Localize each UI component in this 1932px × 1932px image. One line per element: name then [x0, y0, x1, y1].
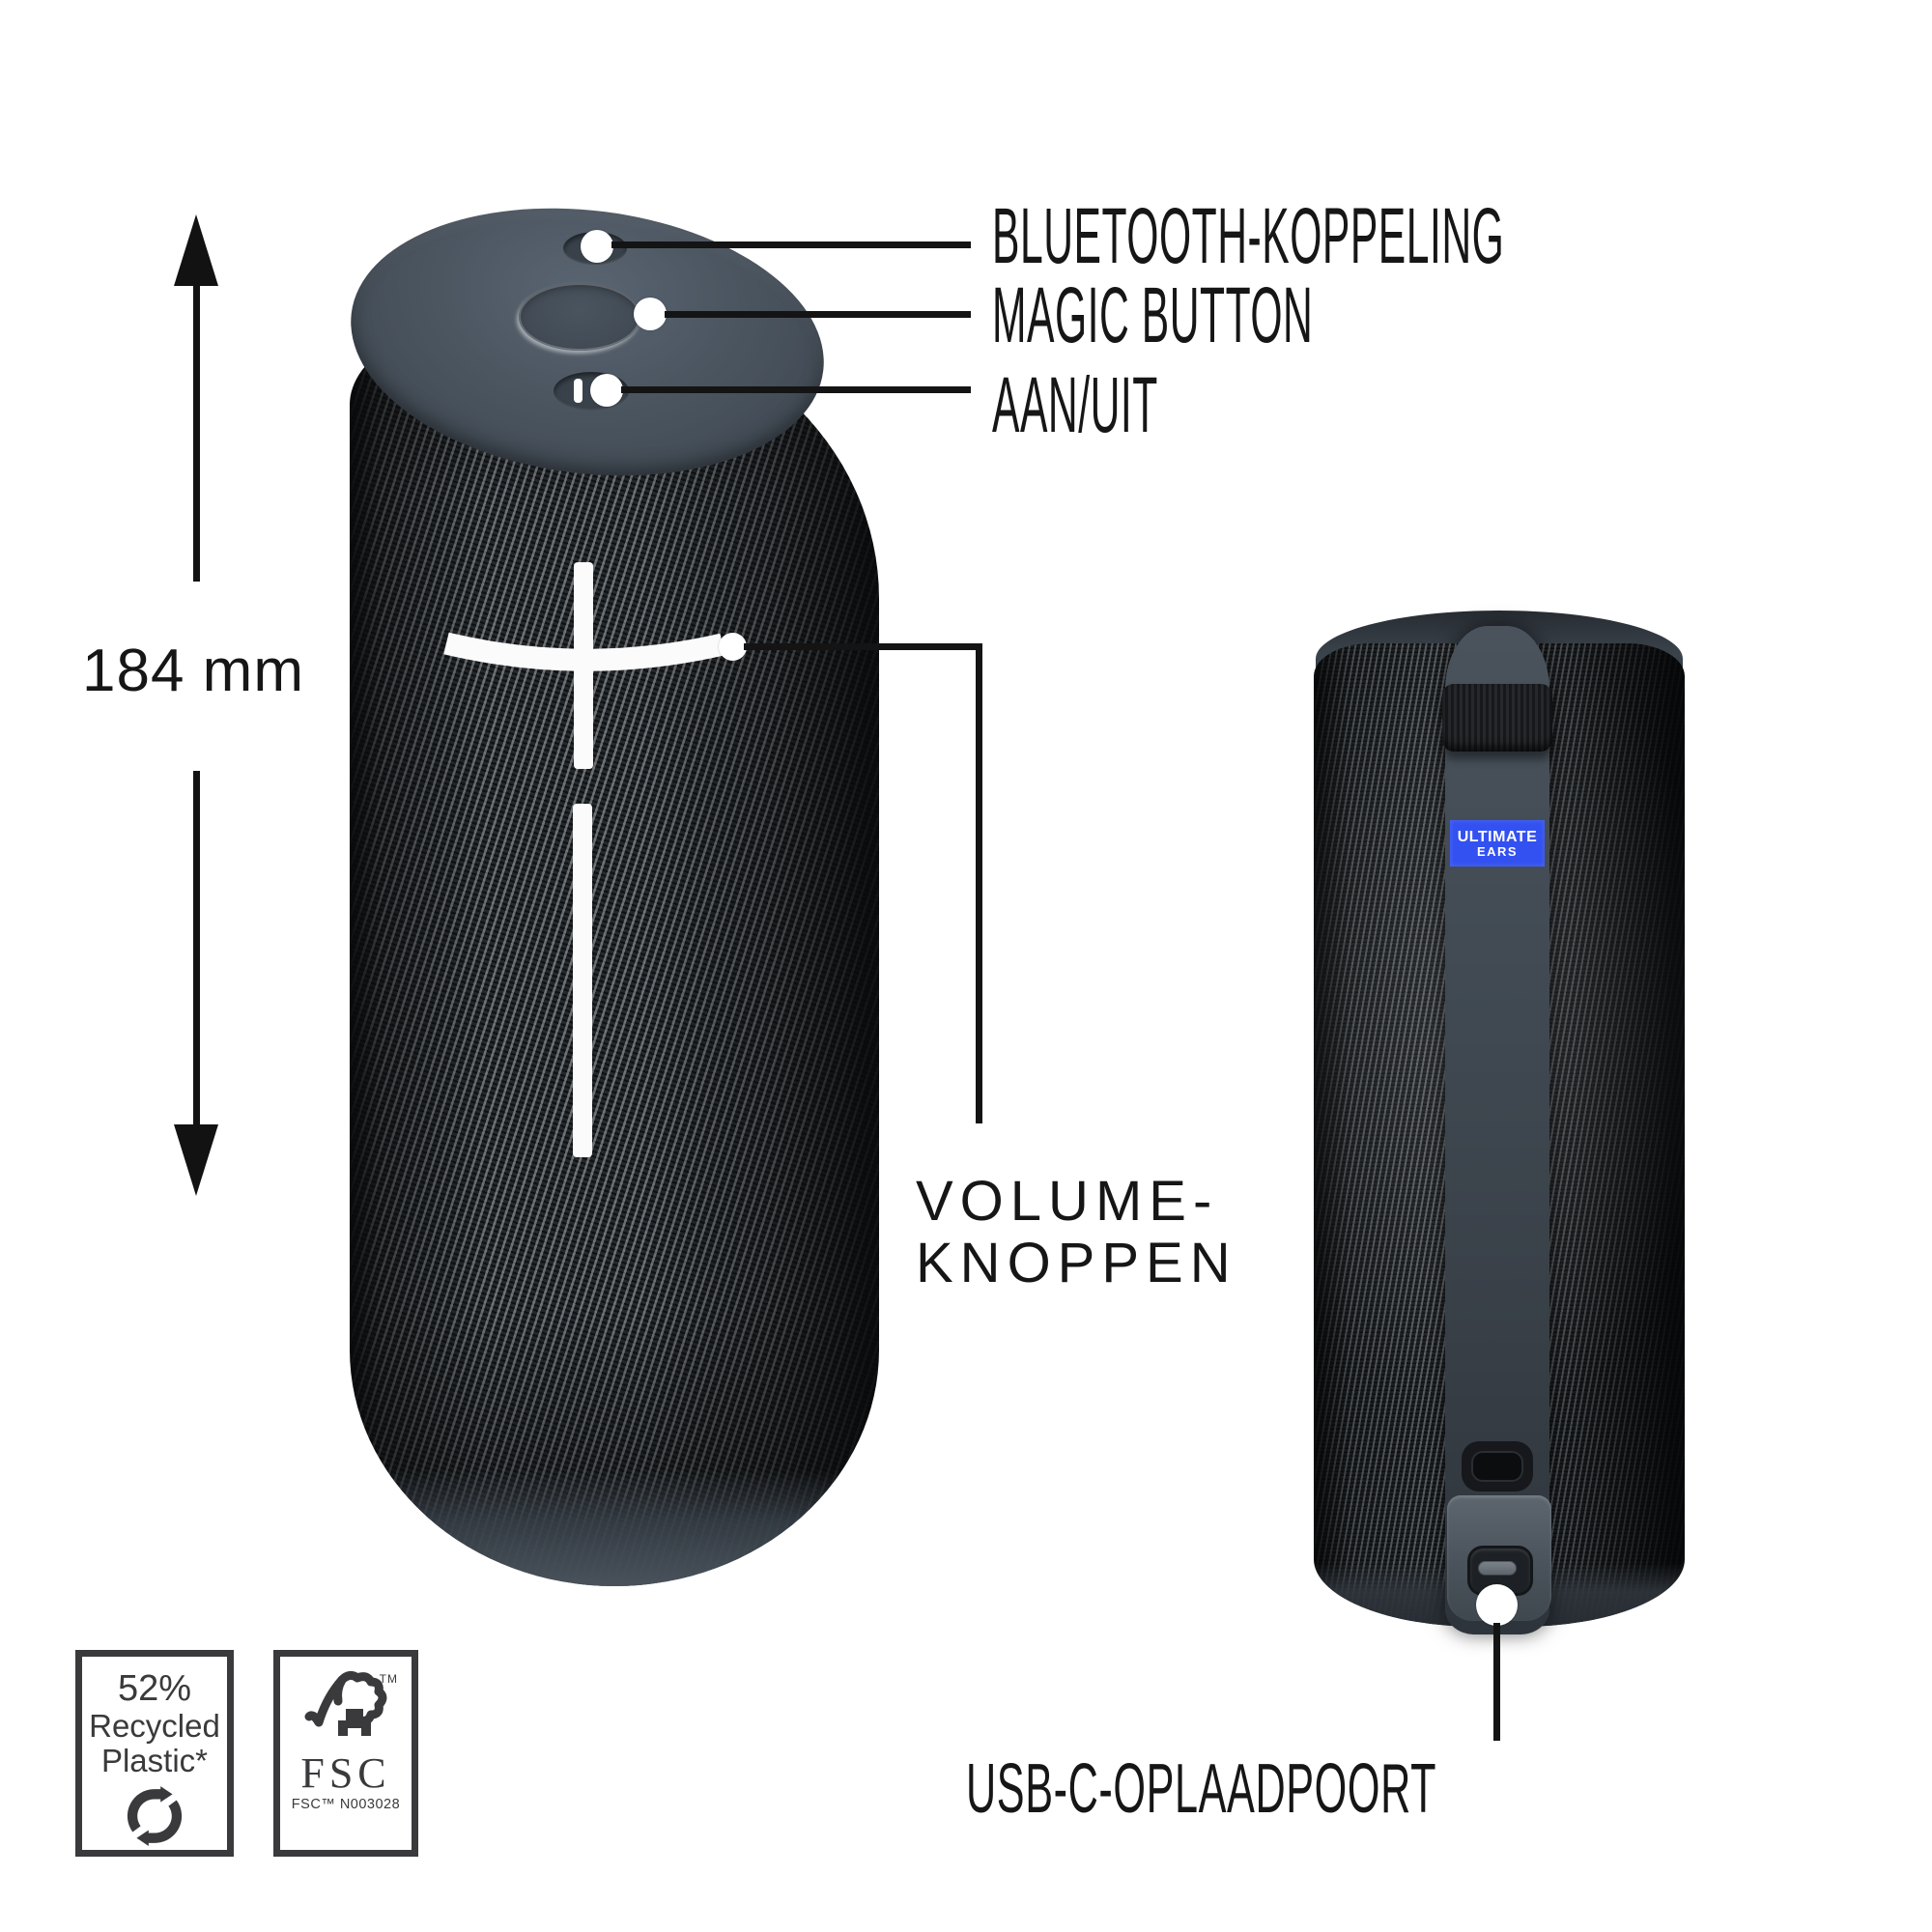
recycled-plastic-badge: 52% Recycled Plastic*	[75, 1650, 234, 1857]
fsc-name: FSC	[300, 1749, 391, 1797]
callout-dot-usb	[1476, 1584, 1518, 1626]
callout-line-magic	[665, 311, 971, 318]
callout-line-volume-vertical	[976, 643, 982, 1123]
weather-seal-flap	[1462, 1441, 1533, 1492]
weather-seal-inner	[1471, 1451, 1523, 1482]
label-volume-line2: KNOPPEN	[916, 1232, 1237, 1294]
callout-line-power	[621, 386, 971, 393]
dimension-arrow-up-icon	[174, 214, 218, 286]
magic-button	[519, 283, 640, 351]
dimension-arrow-shaft-top	[193, 284, 200, 582]
callout-dot-power	[590, 374, 623, 407]
label-usb-charging-port: USB-C-OPLAADPOORT	[966, 1750, 1437, 1828]
label-volume-line1: VOLUME-	[916, 1170, 1219, 1233]
speaker-front-bottom-cap	[350, 1470, 879, 1586]
callout-dot-magic	[634, 298, 667, 330]
ultimate-ears-badge: ULTIMATE EARS	[1450, 820, 1545, 867]
callout-dot-bluetooth	[581, 230, 613, 263]
dimension-arrow-shaft-bottom	[193, 771, 200, 1126]
label-magic-button: MAGIC BUTTON	[992, 271, 1314, 359]
label-bluetooth-pairing: BLUETOOTH-KOPPELING	[992, 192, 1505, 280]
fsc-tree-checkmark-icon	[304, 1670, 387, 1736]
hanging-loop-strap	[1442, 684, 1552, 752]
height-dimension-label: 184 mm	[82, 638, 304, 704]
dimension-arrow-down-icon	[174, 1124, 218, 1196]
brand-line2: EARS	[1476, 844, 1519, 859]
volume-plus-horizontal-bar	[443, 632, 725, 671]
callout-line-usb	[1493, 1623, 1500, 1741]
speaker-front-mesh-body	[350, 315, 879, 1586]
usb-c-connector-icon	[1478, 1561, 1517, 1576]
speaker-back-view: ULTIMATE EARS	[1314, 611, 1685, 1634]
recycled-line2: Plastic*	[100, 1743, 209, 1778]
fsc-tm-mark: TM	[379, 1672, 398, 1686]
brand-line1: ULTIMATE	[1457, 829, 1538, 845]
recycled-line1: Recycled	[89, 1708, 220, 1744]
fsc-badge: TM FSC FSC™ N003028	[273, 1650, 418, 1857]
recycled-percent: 52%	[117, 1668, 192, 1709]
fsc-certificate-number: FSC™ N003028	[291, 1797, 401, 1812]
volume-minus-bar	[573, 804, 592, 1157]
callout-line-volume-horizontal	[744, 643, 982, 650]
recycle-arrows-icon	[127, 1786, 183, 1846]
label-power: AAN/UIT	[992, 361, 1158, 449]
power-bar-icon	[574, 379, 582, 403]
callout-line-bluetooth	[611, 242, 971, 248]
callout-dot-volume	[719, 633, 747, 661]
label-volume-buttons: VOLUME- KNOPPEN	[916, 1171, 1237, 1294]
